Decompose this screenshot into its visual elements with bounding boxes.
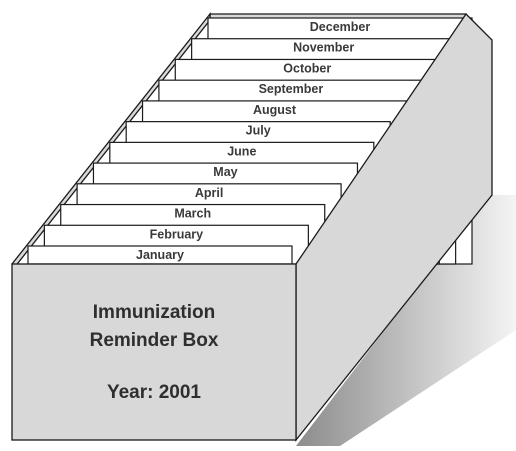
month-label: November	[293, 41, 354, 55]
month-label: June	[227, 144, 256, 158]
month-label: March	[174, 207, 211, 221]
month-label: April	[195, 186, 223, 200]
month-label: July	[246, 124, 271, 138]
month-card-january: January	[27, 245, 293, 265]
box-year: Year: 2001	[107, 382, 201, 403]
month-label: January	[136, 248, 184, 262]
month-label: February	[150, 227, 204, 241]
box-year-label: Year:	[107, 382, 153, 403]
month-label: May	[213, 165, 237, 179]
box-title-line1: Immunization	[93, 302, 215, 323]
box-right-wall	[295, 12, 493, 442]
box-title-line2: Reminder Box	[90, 330, 219, 351]
month-label: September	[259, 82, 324, 96]
month-label: August	[253, 103, 297, 117]
month-label: October	[283, 61, 331, 75]
month-label: December	[310, 20, 371, 34]
box-year-value: 2001	[159, 382, 202, 403]
box-front-panel	[11, 263, 297, 441]
